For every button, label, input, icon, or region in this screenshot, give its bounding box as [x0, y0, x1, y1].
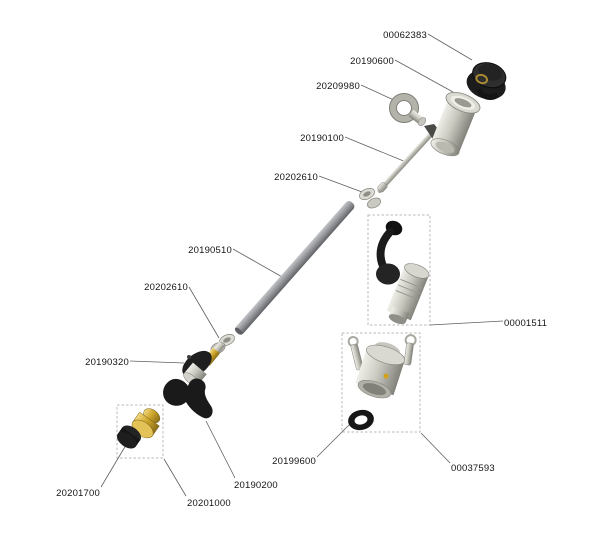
leader-line-20202610-bottom	[188, 286, 220, 339]
part-number-label-20190600: 20190600	[350, 56, 394, 67]
part-filler-funnel	[424, 91, 481, 157]
part-eye-bolt	[389, 93, 427, 126]
part-number-label-00001511: 00001511	[504, 318, 547, 329]
leader-line-20201700	[100, 444, 127, 488]
part-union-coupling-top	[359, 187, 381, 209]
detail-box-brass-adapter	[116, 404, 164, 459]
leader-line-20202610-top	[318, 175, 363, 193]
leader-line-20190600	[394, 59, 454, 93]
part-number-label-20202610-bottom: 20202610	[144, 282, 188, 293]
leader-line-20190510	[232, 248, 285, 279]
leader-line-20201000	[163, 458, 187, 497]
part-number-label-00037593: 00037593	[451, 463, 495, 474]
part-number-label-20190100: 20190100	[300, 133, 344, 144]
part-number-label-20199600: 20199600	[272, 456, 316, 467]
part-number-label-20209980: 20209980	[316, 81, 360, 92]
detail-box-ball-valve	[367, 214, 431, 326]
detail-box-camlock	[341, 332, 421, 433]
part-valve-body	[182, 341, 225, 386]
part-number-label-20201700: 20201700	[56, 488, 100, 499]
part-number-label-20190510: 20190510	[188, 245, 232, 256]
part-trigger-handle	[163, 378, 213, 419]
part-number-label-20190200: 20190200	[234, 480, 278, 491]
part-number-label-20201000: 20201000	[187, 498, 231, 509]
part-blank-cap	[116, 425, 142, 449]
leader-line-20190320	[129, 360, 185, 364]
part-lance-tube	[234, 201, 355, 335]
part-riser-rod	[376, 130, 435, 193]
leader-line-00062383	[427, 33, 473, 61]
part-tank-cap	[466, 62, 507, 100]
part-number-label-20190320: 20190320	[85, 357, 129, 368]
leader-line-20190100	[344, 136, 407, 163]
leader-line-00001511	[429, 320, 504, 326]
leader-line-20209980	[360, 84, 397, 102]
part-number-label-20202610-top: 20202610	[274, 172, 318, 183]
part-number-label-00062383: 00062383	[383, 30, 427, 41]
part-camlock-coupler	[347, 334, 417, 399]
leader-line-20199600	[316, 424, 350, 458]
part-ball-valve	[376, 220, 430, 325]
leader-line-00037593	[420, 432, 451, 464]
part-oring-gasket	[348, 409, 374, 431]
leader-line-20190200	[205, 420, 236, 479]
